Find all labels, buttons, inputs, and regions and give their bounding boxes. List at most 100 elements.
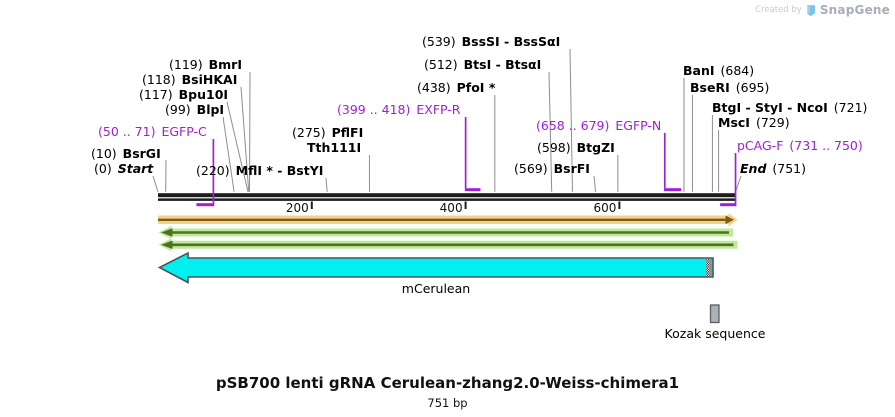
- label-exfp-r-position: (399 .. 418): [337, 102, 411, 117]
- label-btsi-name: BtsI - BtsαI: [463, 57, 542, 72]
- label-bsrgi[interactable]: (10) BsrGI: [91, 147, 161, 160]
- label-bseri-position: (695): [735, 80, 770, 95]
- created-by-text: Created by: [755, 5, 802, 15]
- label-bsrgi-position: (10): [91, 146, 117, 161]
- label-btgi-styi-ncoi[interactable]: BtgI - StyI - NcoI (721): [712, 101, 867, 114]
- label-bsrgi-name: BsrGI: [122, 146, 161, 161]
- backbone-line-bottom: [158, 198, 736, 201]
- feature-kozak[interactable]: [709, 304, 720, 324]
- label-egfp-n[interactable]: (658 .. 679) EGFP-N: [536, 119, 661, 132]
- label-mfli-bstyi-name: MflI * - BstYI: [235, 163, 324, 178]
- site-connector-mfli-bstyi: [325, 177, 328, 192]
- label-bsssi[interactable]: (539)BssSI - BssSαI: [422, 35, 560, 48]
- snapgene-logo-icon: [807, 4, 816, 16]
- label-mfli-bstyi-position: (220): [196, 163, 230, 178]
- tick-label-400: 400: [439, 200, 463, 215]
- label-bpu10i-position: (117): [139, 87, 173, 102]
- label-btsi[interactable]: (512) BtsI - BtsαI: [424, 58, 541, 71]
- label-bsrfi-position: (569): [514, 161, 548, 176]
- label-end[interactable]: End (751): [740, 162, 806, 175]
- label-msci-position: (729): [755, 115, 790, 130]
- label-egfp-n-position: (658 .. 679): [536, 118, 610, 133]
- backbone-line-top: [158, 193, 736, 198]
- primer-mark-egfp-c[interactable]: [196, 203, 214, 207]
- site-connector-bpu10i: [226, 101, 249, 192]
- site-connector-bsihkai: [240, 86, 250, 192]
- kozak-label[interactable]: Kozak sequence: [664, 326, 766, 341]
- label-bsihkai-name: BsiHKAI: [181, 72, 238, 87]
- watermark: Created by SnapGene: [755, 3, 890, 17]
- label-bani-position: (684): [720, 63, 755, 78]
- label-msci[interactable]: MscI (729): [718, 116, 790, 129]
- label-mfli-bstyi[interactable]: (220) MflI * - BstYI: [196, 164, 323, 177]
- label-pfoi[interactable]: (438)PfoI *: [417, 81, 495, 94]
- feature-green-2-core: [161, 240, 734, 249]
- label-btgi-styi-ncoi-name: BtgI - StyI - NcoI: [712, 100, 828, 115]
- label-bani[interactable]: BanI (684): [683, 64, 754, 77]
- map-footer: pSB700 lenti gRNA Cerulean-zhang2.0-Weis…: [0, 374, 895, 410]
- label-end-position: (751): [772, 161, 807, 176]
- tick-label-600: 600: [593, 200, 617, 215]
- label-pcag-f-name: pCAG-F: [737, 138, 784, 153]
- label-blpi[interactable]: (99) BlpI: [165, 103, 224, 116]
- map-title: pSB700 lenti gRNA Cerulean-zhang2.0-Weis…: [215, 374, 680, 392]
- label-bsrfi[interactable]: (569) BsrFI: [514, 162, 590, 175]
- label-egfp-n-name: EGFP-N: [615, 118, 662, 133]
- label-bseri[interactable]: BseRI (695): [690, 81, 769, 94]
- label-bmri[interactable]: (119) BmrI: [169, 58, 242, 71]
- label-start[interactable]: (0) Start: [94, 162, 153, 175]
- label-msci-name: MscI: [718, 115, 750, 130]
- label-egfp-c-position: (50 .. 71): [98, 124, 156, 139]
- label-btsi-position: (512): [424, 57, 458, 72]
- label-bsihkai[interactable]: (118) BsiHKAI: [142, 73, 237, 86]
- label-exfp-r[interactable]: (399 .. 418)EXFP-R: [337, 103, 461, 116]
- label-bseri-name: BseRI: [690, 80, 730, 95]
- label-bsrfi-name: BsrFI: [553, 161, 590, 176]
- label-egfp-c-name: EGFP-C: [161, 124, 207, 139]
- map-length: 751 bp: [427, 396, 468, 410]
- label-bsssi-position: (539): [422, 34, 456, 49]
- feature-orange-core: [158, 215, 734, 225]
- label-bsihkai-position: (118): [142, 72, 176, 87]
- feature-green-1-core: [161, 228, 729, 237]
- site-connector-start: [152, 175, 159, 192]
- primer-mark-pcag-f[interactable]: [720, 203, 736, 207]
- label-bpu10i[interactable]: (117) Bpu10I: [139, 88, 228, 101]
- label-end-name: End: [740, 161, 767, 176]
- label-tth111i[interactable]: Tth111I: [307, 141, 361, 154]
- label-start-position: (0): [94, 161, 112, 176]
- label-bmri-position: (119): [169, 57, 203, 72]
- label-btgzi-name: BtgZI: [576, 140, 615, 155]
- label-pflfi-name: PflFI: [331, 125, 364, 140]
- label-blpi-position: (99): [165, 102, 191, 117]
- label-start-name: Start: [117, 161, 154, 176]
- site-connector-bsssi: [569, 48, 573, 192]
- label-pcag-f[interactable]: pCAG-F (731 .. 750): [737, 139, 863, 152]
- label-pflfi-position: (275): [292, 125, 326, 140]
- label-btgzi[interactable]: (598) BtgZI: [537, 141, 615, 154]
- label-pflfi[interactable]: (275) PflFI: [292, 126, 363, 139]
- snapgene-brand: SnapGene: [819, 3, 890, 17]
- mcerulean-label[interactable]: mCerulean: [401, 281, 471, 296]
- label-pfoi-name: PfoI *: [456, 80, 496, 95]
- feature-mcerulean-truncation-marker: [706, 258, 712, 277]
- tick-label-200: 200: [285, 200, 309, 215]
- label-bmri-name: BmrI: [208, 57, 242, 72]
- label-bpu10i-name: Bpu10I: [178, 87, 229, 102]
- site-connector-btsi: [548, 71, 553, 192]
- label-egfp-c[interactable]: (50 .. 71) EGFP-C: [98, 125, 207, 138]
- label-pcag-f-position: (731 .. 750): [789, 138, 863, 153]
- label-btgi-styi-ncoi-position: (721): [833, 100, 868, 115]
- site-connector-end: [735, 175, 742, 192]
- feature-mcerulean[interactable]: [157, 251, 714, 284]
- primer-mark-egfp-n[interactable]: [663, 188, 682, 192]
- label-bani-name: BanI: [683, 63, 715, 78]
- site-connector-blpi: [222, 116, 235, 192]
- primer-mark-exfp-r[interactable]: [464, 188, 481, 192]
- label-tth111i-name: Tth111I: [307, 140, 362, 155]
- label-blpi-name: BlpI: [196, 102, 225, 117]
- label-btgzi-position: (598): [537, 140, 571, 155]
